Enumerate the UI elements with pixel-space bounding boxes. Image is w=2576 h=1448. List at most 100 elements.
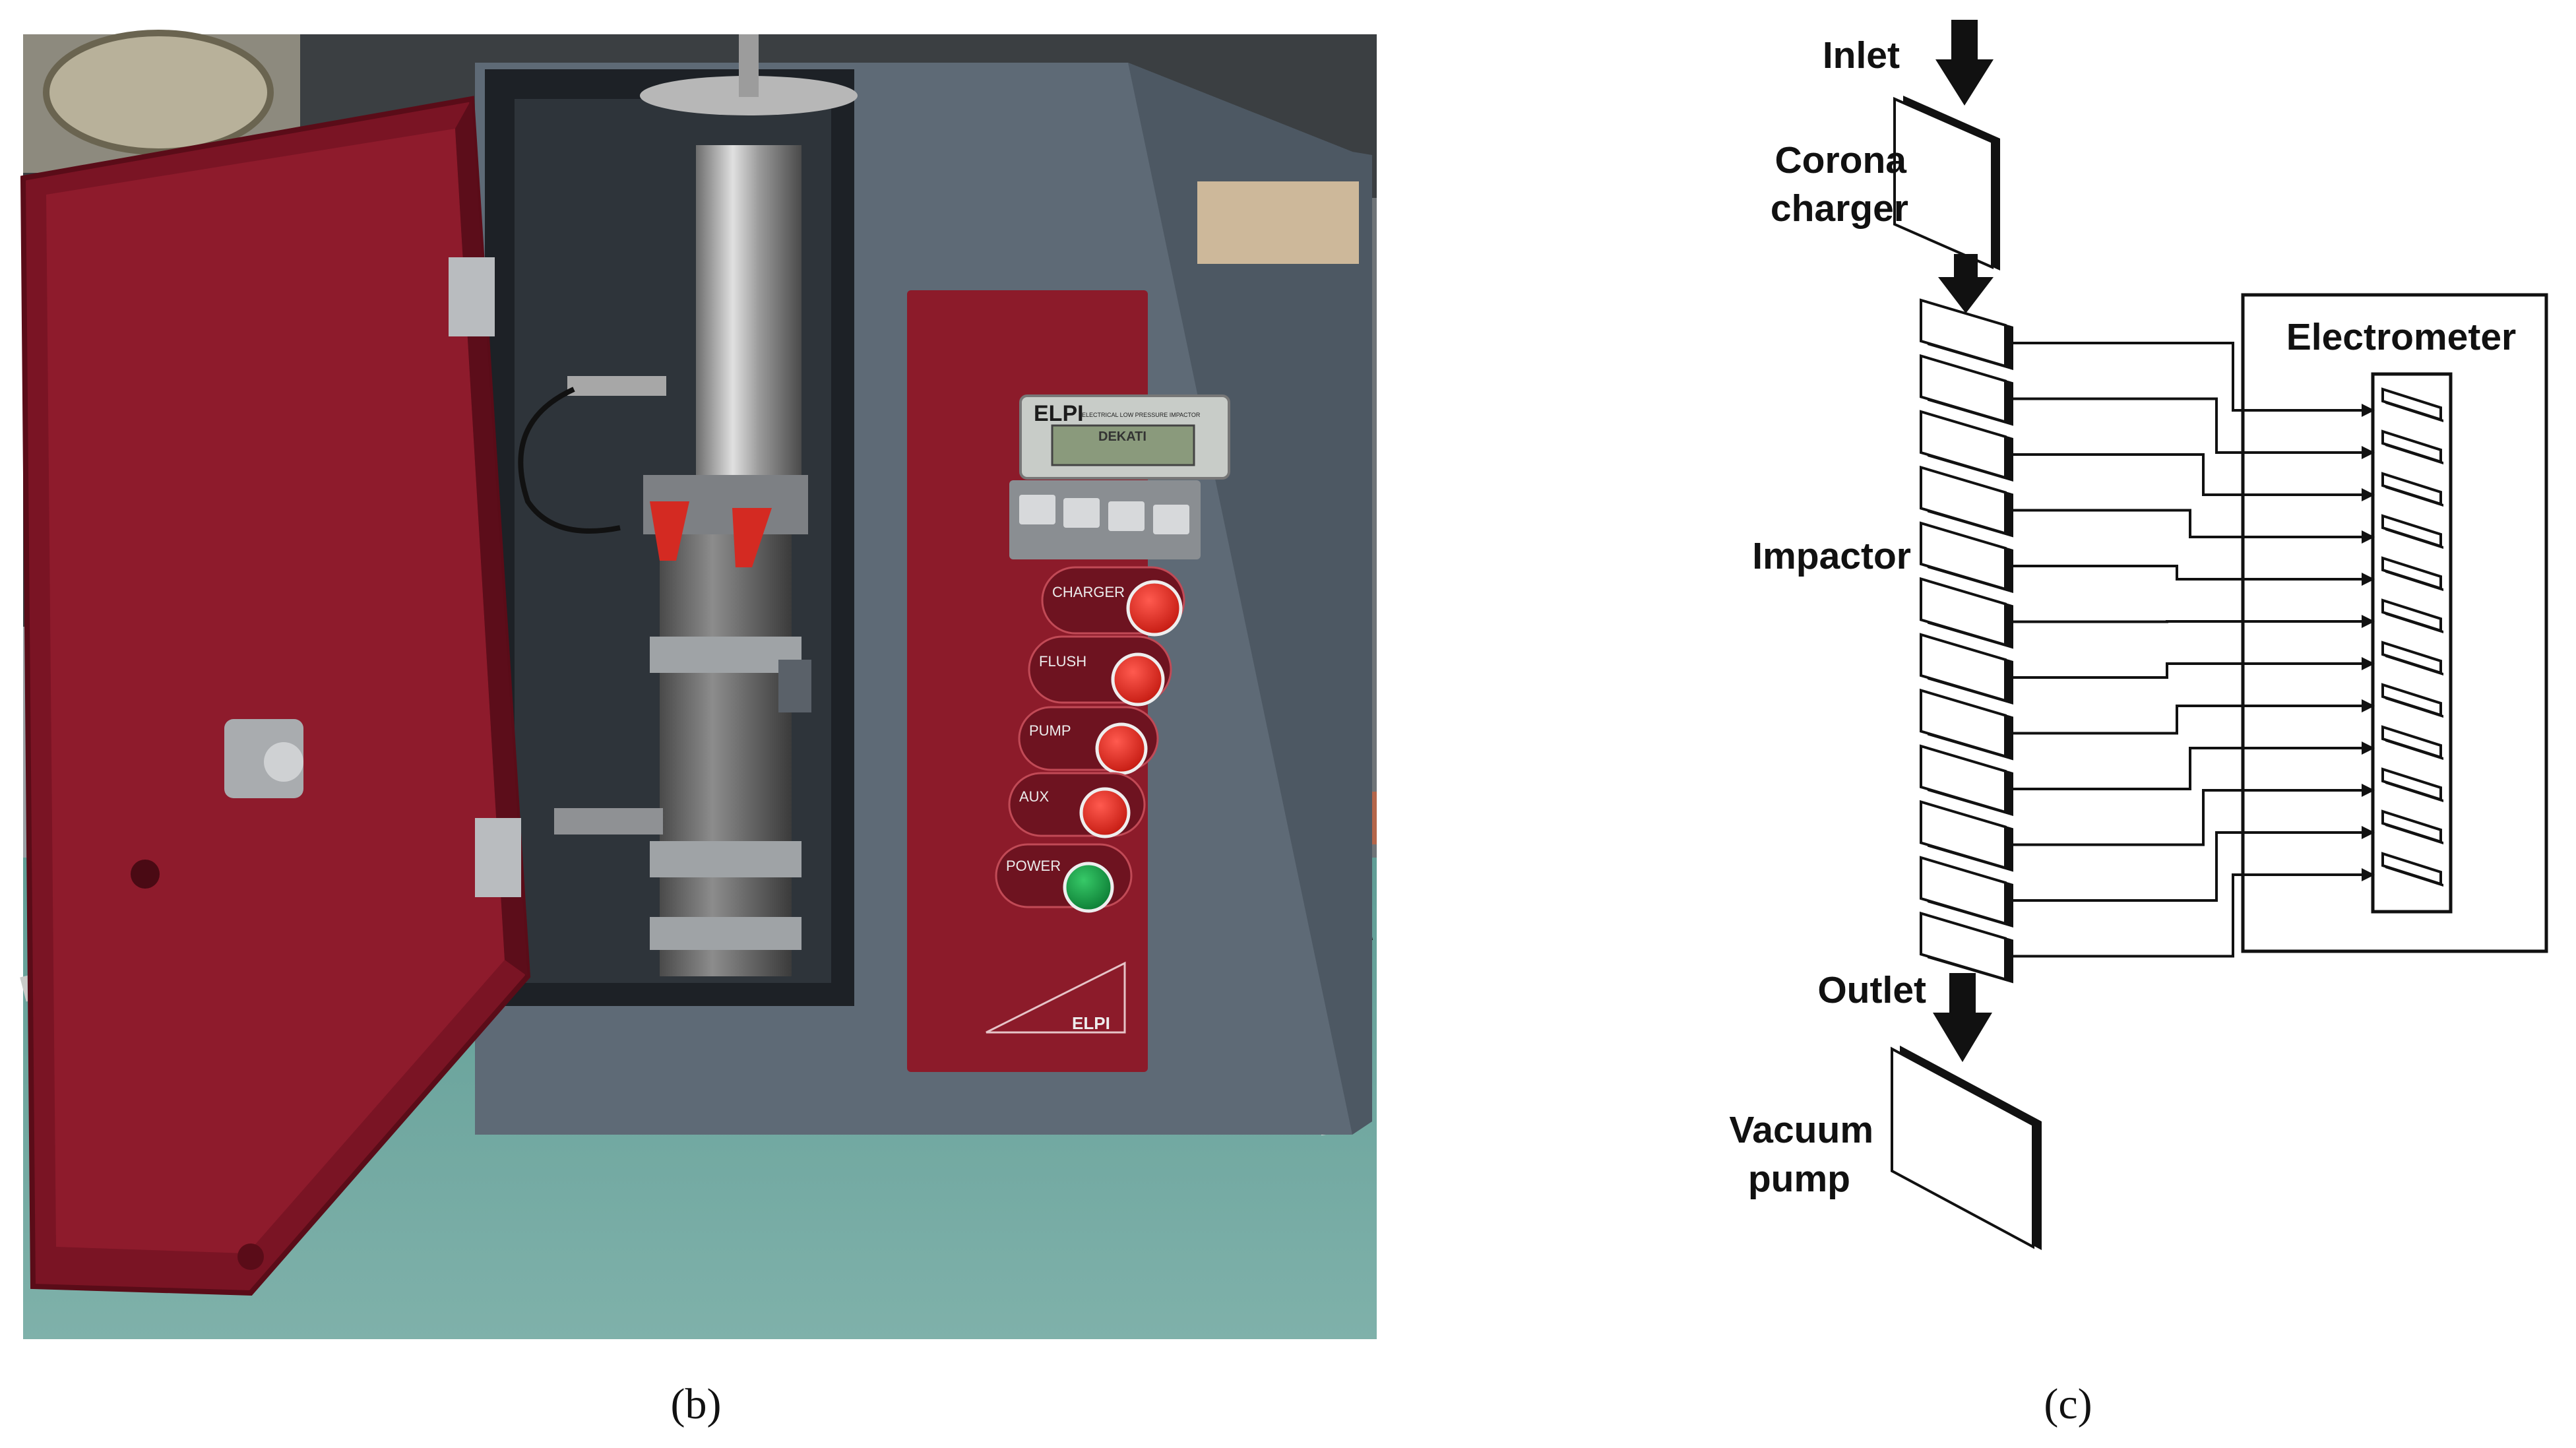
bottom-pipe [554,808,663,834]
corona-label-line2: charger [1771,187,1908,230]
impactor-column-top [696,145,801,488]
pump-label: PUMP [1029,722,1071,739]
impactor-stage [1920,911,2007,982]
sticker [1197,181,1359,264]
impactor-stage [1920,688,2007,759]
keypad-key-1[interactable] [1019,495,1055,524]
black-cable [518,387,621,534]
stage-wire [2013,615,2375,628]
impactor-stage [1920,298,2007,368]
keypad-key-4[interactable] [1153,505,1189,534]
impactor-stage [1920,633,2007,703]
impactor-inlet-arrow [1938,254,1994,313]
stage-wire [2013,868,2375,958]
electrometer-channel-shadow [2385,697,2443,718]
door-hinge-top [449,257,495,336]
red-valve-right [732,508,772,567]
elpi-display-title: ELPI [1034,401,1084,426]
electrometer-channel-shadow [2385,528,2443,549]
door-corner-bolt [237,1243,264,1270]
aux-button[interactable] [1079,787,1131,838]
electrometer-channel-shadow [2385,739,2443,760]
vacuum-label-line1: Vacuum [1729,1109,1873,1151]
flush-label: FLUSH [1039,653,1086,670]
inlet-arrow [1935,20,1994,106]
stage-wire [2013,565,2375,586]
red-valve-left [650,501,689,561]
keypad-key-3[interactable] [1108,501,1145,531]
caption-c: (c) [2044,1380,2092,1428]
interior-bracket [778,660,811,712]
clamp-2 [650,841,801,877]
stage-wire [2013,657,2375,679]
vacuum-pump [1891,1046,2034,1249]
impactor-stage [1920,410,2007,480]
impactor-stage [1920,465,2007,536]
stage-wire [2013,509,2375,544]
electrometer-channel-shadow [2385,866,2443,887]
door-latch-knob [264,742,303,782]
vacuum-label-line2: pump [1748,1158,1850,1200]
keypad [1009,480,1201,559]
impactor-stage [1920,577,2007,647]
pump-switch[interactable]: PUMP [1018,706,1159,775]
impactor-stage [1920,856,2007,926]
keypad-key-2[interactable] [1063,498,1100,528]
stage-wire [2013,741,2375,790]
dekati-logo: DEKATI [1098,429,1147,444]
outlet-label: Outlet [1817,969,1926,1011]
power-button[interactable] [1063,862,1114,913]
electrometer-channel-shadow [2385,486,2443,507]
inlet-label: Inlet [1823,34,1900,77]
aux-label: AUX [1019,788,1050,805]
impactor-column-body [660,528,792,976]
outlet-arrow [1933,973,1992,1062]
elpi-schematic: Inlet Corona charger Impactor Electromet… [1729,20,2548,1250]
logo-triangle [986,961,1126,1034]
cabinet-side [1128,63,1372,1135]
door-inner-panel [46,129,505,1253]
stage-wires [2013,342,2375,958]
flush-button[interactable] [1111,652,1165,707]
charger-switch[interactable]: CHARGER [1041,566,1185,637]
power-label: POWER [1006,858,1061,874]
impactor-stage [1920,744,2007,814]
side-connector [567,376,666,396]
stage-wire [2013,826,2375,902]
charger-label: CHARGER [1052,584,1125,600]
electrometer-channel-shadow [2385,781,2443,802]
pump-button[interactable] [1095,722,1148,775]
clamp-3 [650,917,801,950]
electrometer-channel-shadow [2385,570,2443,591]
elpi-plate-logo: ELPI [1072,1013,1110,1033]
stage-wire [2013,397,2375,459]
corona-label-line1: Corona [1775,139,1908,181]
power-switch[interactable]: POWER [995,843,1133,913]
stage-wire [2013,699,2375,735]
electrometer-label: Electrometer [2286,316,2517,358]
caption-b: (b) [671,1380,722,1428]
door-hinge-bottom [475,818,521,897]
corona-charger [1893,96,1994,270]
charger-button[interactable] [1126,580,1183,637]
impactor-stage [1920,800,2007,870]
clamp-1 [650,637,801,673]
elpi-display-subtitle: ELECTRICAL LOW PRESSURE IMPACTOR [1082,412,1201,418]
electrometer-channel-shadow [2385,654,2443,676]
aux-switch[interactable]: AUX [1008,772,1146,838]
top-fitting [739,34,759,97]
electrometer-channel-shadow [2385,401,2443,422]
impactor-stages [1920,298,2013,984]
flush-switch[interactable]: FLUSH [1028,635,1172,707]
electrometer-channel-shadow [2385,443,2443,464]
electrometer-channel-shadow [2385,823,2443,844]
control-panel: ELPI ELECTRICAL LOW PRESSURE IMPACTOR DE… [907,290,1230,1072]
stage-wire [2013,453,2375,501]
door-side-bolt [131,860,160,889]
electrometer-channel-shadow [2385,612,2443,633]
elpi-photo: ELPI ELECTRICAL LOW PRESSURE IMPACTOR DE… [20,30,1377,1339]
stage-wire [2013,784,2375,846]
stage-wire [2013,342,2375,417]
impactor-stage [1920,521,2007,591]
duct-coil [43,30,274,155]
